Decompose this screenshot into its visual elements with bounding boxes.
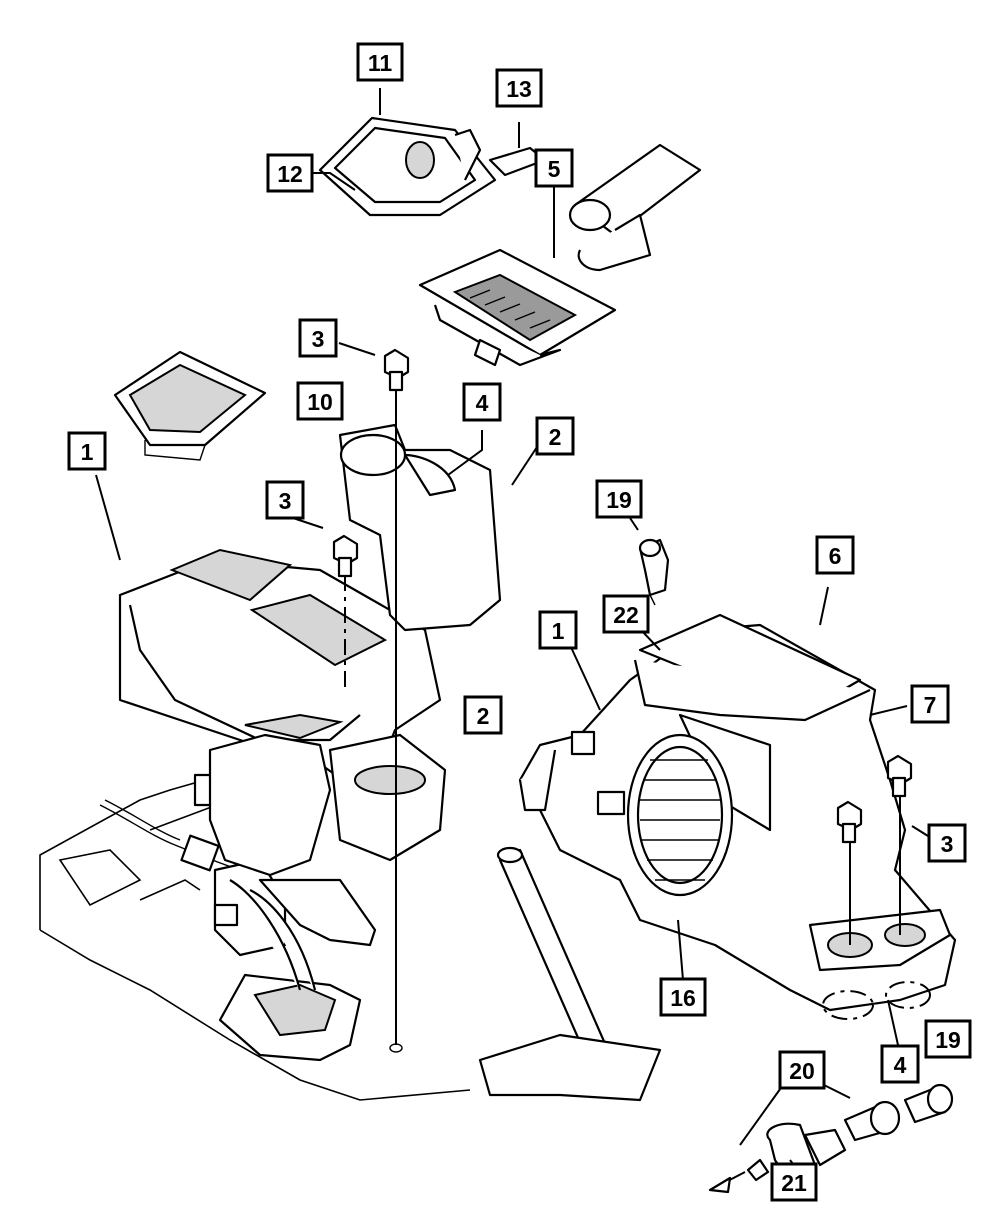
svg-text:6: 6	[829, 543, 842, 569]
callout-19: 19	[924, 1019, 972, 1059]
callout-10: 10	[296, 381, 344, 421]
svg-text:2: 2	[549, 424, 562, 450]
svg-text:1: 1	[552, 618, 565, 644]
svg-text:2: 2	[477, 703, 490, 729]
callout-3: 3	[298, 318, 338, 358]
wiring-harness	[99, 773, 241, 872]
callout-4: 4	[462, 382, 502, 422]
callout-1: 1	[67, 431, 107, 471]
cup-holder-insert	[338, 423, 502, 632]
svg-text:4: 4	[476, 390, 489, 416]
rear-console	[518, 613, 957, 1020]
callout-4: 4	[880, 1044, 920, 1084]
svg-text:5: 5	[548, 156, 561, 182]
svg-text:3: 3	[279, 488, 292, 514]
svg-text:3: 3	[312, 326, 325, 352]
svg-text:12: 12	[277, 161, 303, 187]
svg-text:10: 10	[307, 389, 333, 415]
svg-text:11: 11	[368, 50, 393, 76]
parking-brake-lever	[478, 846, 662, 1102]
power-outlet-assembly	[708, 1083, 954, 1194]
callout-21: 21	[770, 1162, 818, 1202]
callout-19: 19	[595, 479, 643, 519]
shift-bezel	[318, 116, 497, 217]
svg-text:19: 19	[935, 1027, 961, 1053]
svg-text:7: 7	[924, 692, 937, 718]
screw-3b	[332, 534, 359, 578]
svg-text:20: 20	[789, 1058, 815, 1084]
callout-12: 12	[266, 153, 314, 193]
callout-13: 13	[495, 68, 543, 108]
svg-text:19: 19	[606, 487, 632, 513]
storage-tray	[113, 350, 267, 461]
callout-22: 22	[602, 594, 650, 634]
parking-brake-handle	[568, 143, 702, 272]
screw-3a	[383, 348, 410, 392]
svg-text:1: 1	[81, 439, 94, 465]
floor-console-front	[118, 548, 447, 947]
svg-text:13: 13	[506, 76, 532, 102]
outlet-upper	[638, 538, 670, 606]
svg-text:4: 4	[894, 1052, 907, 1078]
callout-20: 20	[778, 1050, 826, 1090]
svg-text:21: 21	[781, 1170, 807, 1196]
callout-16: 16	[659, 977, 707, 1017]
leader-lines	[95, 88, 929, 1169]
svg-text:3: 3	[941, 831, 954, 857]
callout-2: 2	[463, 695, 503, 735]
callout-3: 3	[265, 480, 305, 520]
shifter-base	[213, 858, 362, 1062]
callout-5: 5	[534, 148, 574, 188]
callout-3: 3	[927, 823, 967, 863]
switch-bezel	[418, 248, 617, 367]
callout-7: 7	[910, 684, 950, 724]
svg-text:16: 16	[670, 985, 696, 1011]
callout-11: 11	[356, 42, 404, 82]
callout-6: 6	[815, 535, 855, 575]
fastener-axis-lines	[344, 390, 901, 1053]
svg-text:22: 22	[613, 602, 639, 628]
callout-2: 2	[535, 416, 575, 456]
callout-1: 1	[538, 610, 578, 650]
